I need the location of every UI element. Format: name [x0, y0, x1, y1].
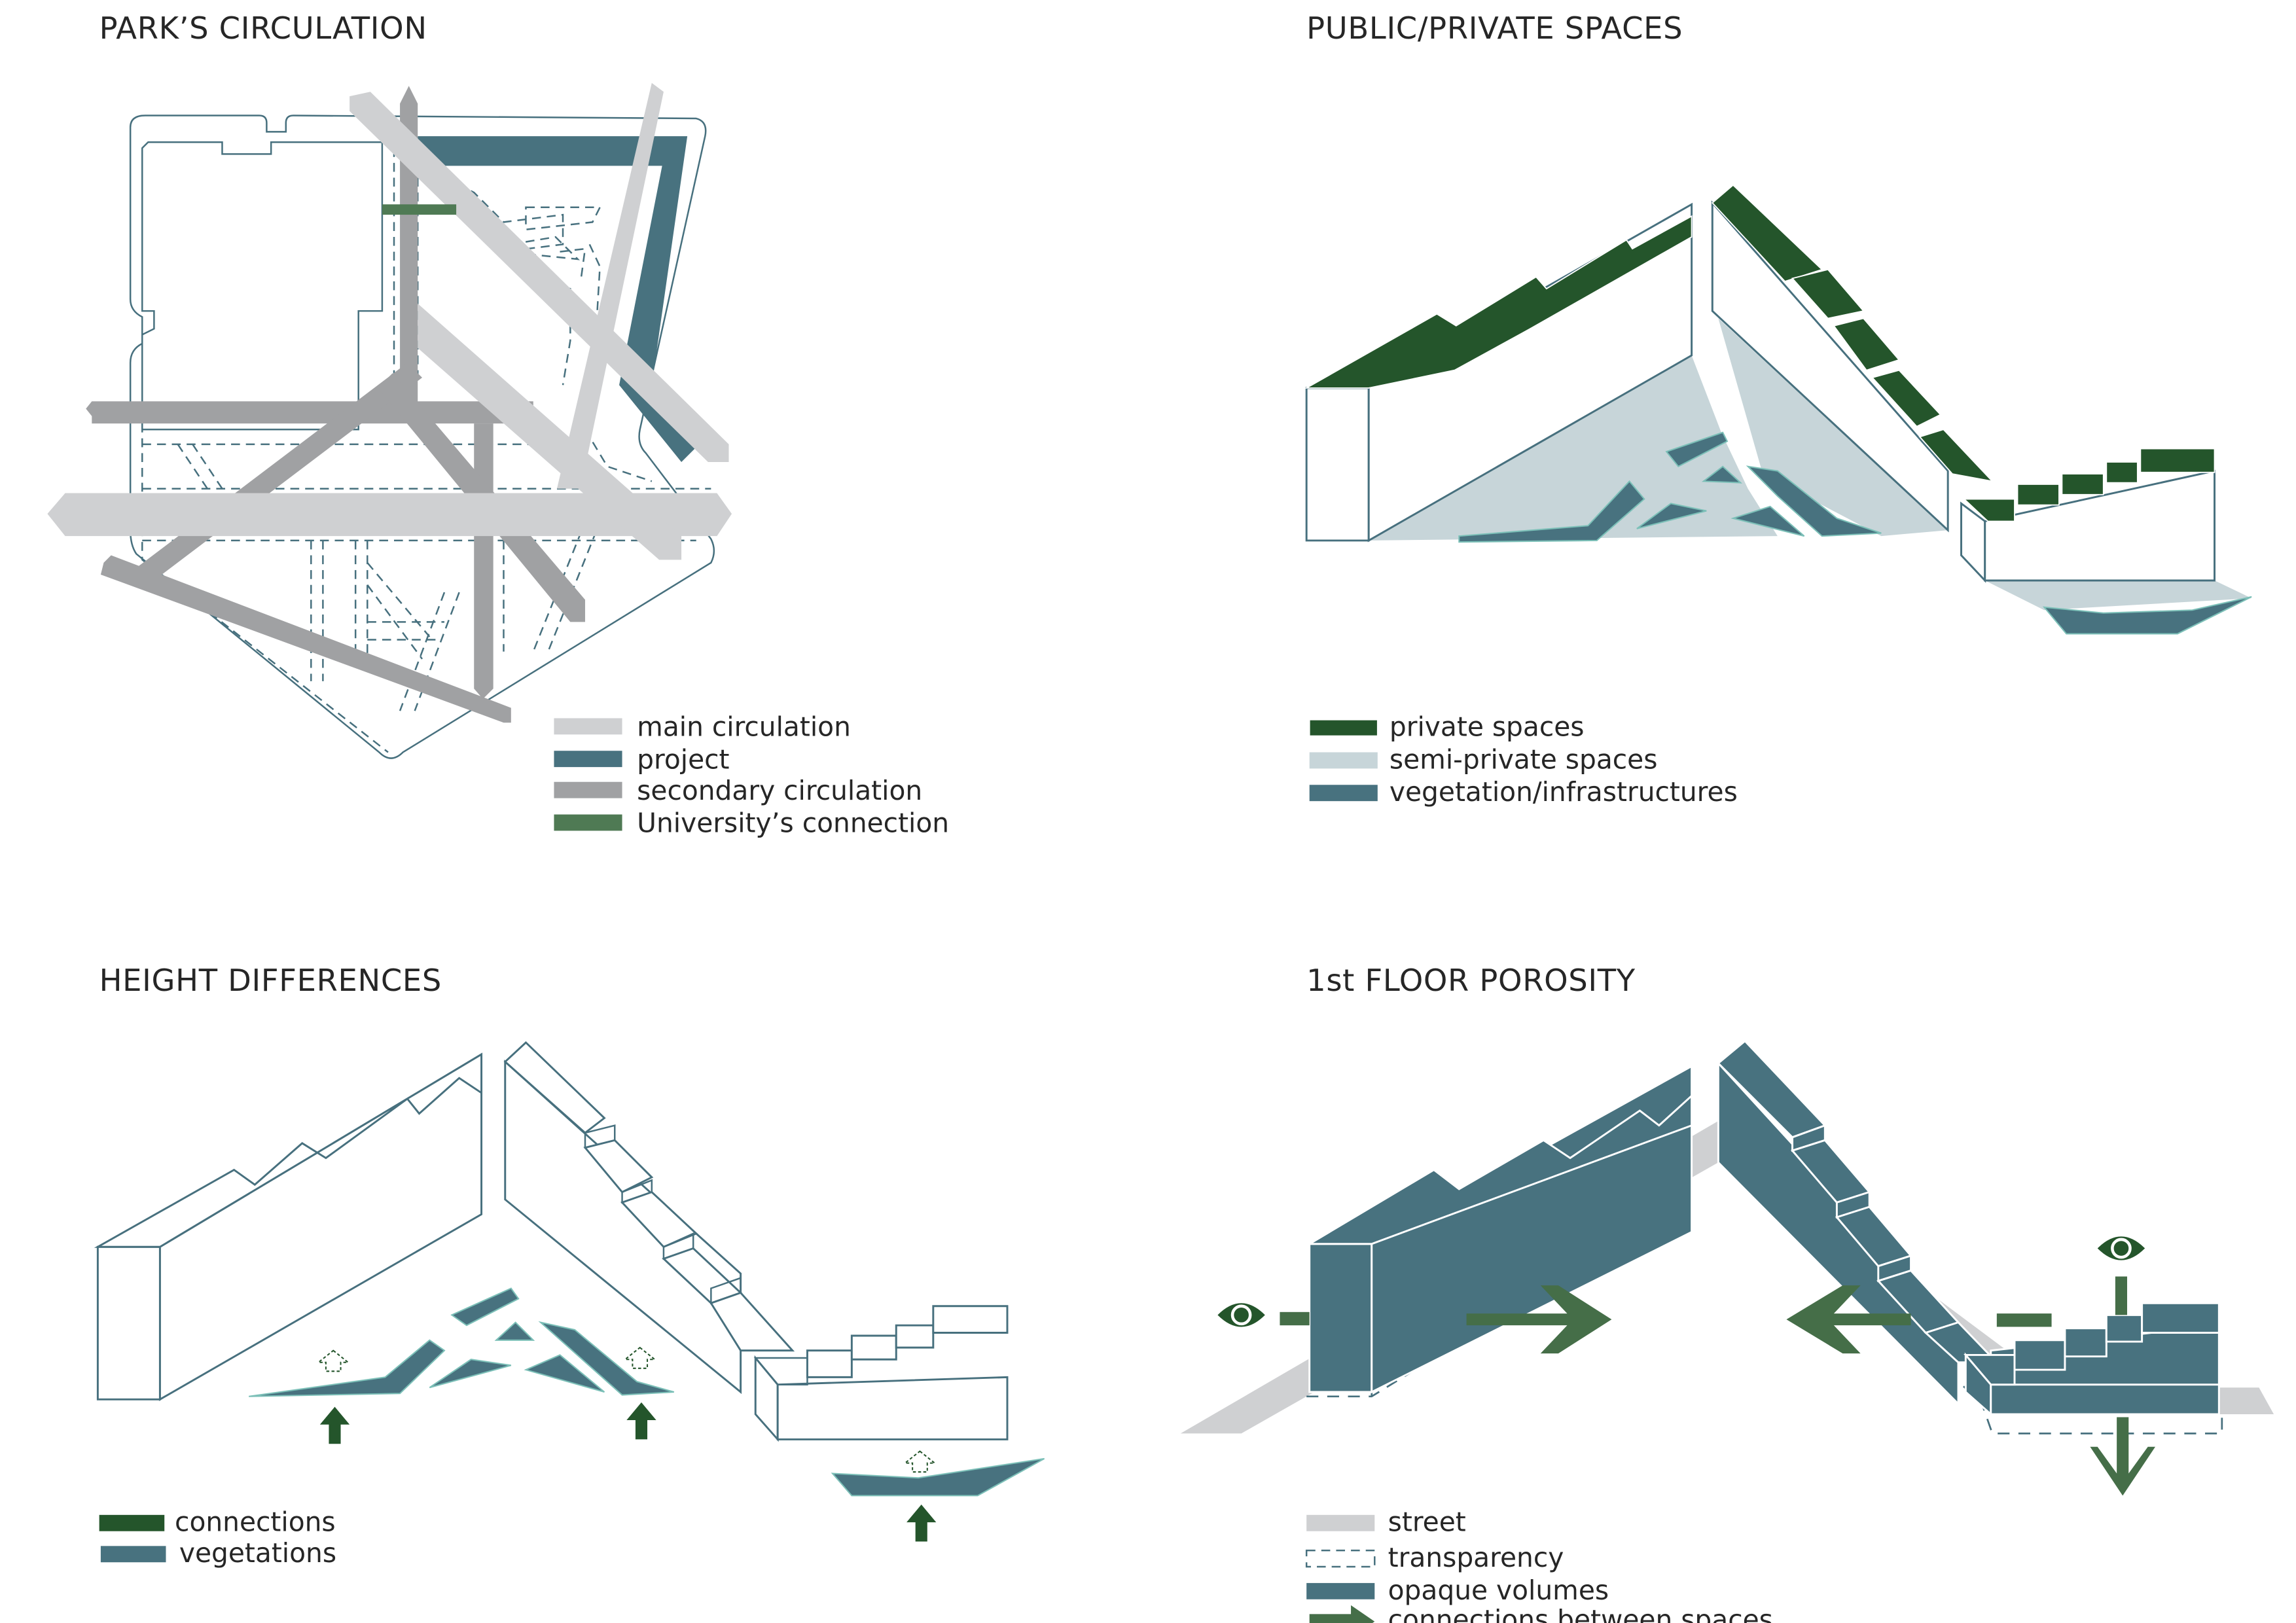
legend-swatch-secondary-circulation — [554, 781, 622, 798]
legend-label: connections between spaces — [1388, 1604, 1773, 1623]
legend-swatch-main-circulation — [554, 718, 622, 735]
up-arrow-icon — [626, 1402, 656, 1440]
panel-public-private: PUBLIC/PRIVATE SPACES — [1304, 10, 2252, 808]
vegetation-pieces-height — [249, 1287, 1045, 1497]
legend-circulation: main circulation project secondary circu… — [554, 711, 949, 839]
connection-stub — [1996, 1313, 2052, 1327]
legend-swatch-transparency — [1305, 1549, 1376, 1568]
up-arrow-icon — [319, 1406, 350, 1444]
legend-height: connections vegetations — [99, 1507, 336, 1569]
building-right — [1711, 184, 1994, 533]
panel-title-porosity: 1st FLOOR POROSITY — [1306, 963, 1636, 998]
semi-private-area-left — [1369, 355, 1778, 541]
legend-public-private: private spaces semi-private spaces veget… — [1308, 711, 1738, 808]
legend-label: transparency — [1388, 1542, 1564, 1573]
panel-title-circulation: PARK’S CIRCULATION — [99, 10, 427, 46]
legend-swatch-semi-private-spaces — [1309, 752, 1378, 769]
legend-porosity: street transparency opaque volumes conne… — [1305, 1507, 1773, 1623]
street-annex — [2207, 1387, 2274, 1414]
legend-label: opaque volumes — [1388, 1575, 1609, 1606]
legend-swatch-project — [554, 751, 622, 768]
legend-label: project — [637, 743, 729, 775]
legend-swatch-university-connection — [554, 814, 622, 831]
up-arrow-icon — [906, 1504, 937, 1542]
legend-swatch-private-spaces — [1308, 719, 1378, 737]
legend-swatch-connections-arrow-icon — [1309, 1605, 1375, 1623]
legend-label: vegetation/infrastructures — [1390, 776, 1738, 808]
legend-label: vegetations — [179, 1537, 336, 1569]
legend-swatch-vegetation — [1309, 785, 1378, 802]
ghost-up-arrow-icon — [316, 1349, 350, 1372]
legend-swatch-connections — [99, 1514, 165, 1531]
building-diagonal-outline — [503, 1041, 795, 1395]
arrow-right-icon — [1466, 1285, 1612, 1354]
panel-floor-porosity: 1st FLOOR POROSITY — [1180, 963, 2274, 1623]
building-left-outline — [94, 1052, 483, 1401]
university-connection-band — [382, 204, 457, 215]
vegetation-pieces — [1458, 431, 2252, 635]
legend-label: secondary circulation — [637, 775, 922, 806]
opaque-building-annex — [1964, 1302, 2220, 1417]
arrow-left-icon — [1786, 1285, 1911, 1354]
main-circulation — [47, 82, 732, 560]
connection-arrows-porosity — [1280, 1276, 2155, 1496]
connection-stub — [1280, 1311, 1310, 1326]
legend-swatch-opaque-volumes — [1306, 1582, 1375, 1599]
legend-swatch-vegetations — [100, 1546, 166, 1563]
semi-private-area-annex — [1984, 580, 2252, 611]
ghost-arrows — [316, 1346, 937, 1473]
arrow-down-icon — [2090, 1417, 2155, 1496]
site-plan — [47, 82, 732, 759]
opaque-building-diagonal — [1717, 1039, 2000, 1406]
semi-private-area-right — [1718, 318, 1948, 537]
site-boundary — [129, 115, 715, 759]
legend-label: University’s connection — [637, 808, 949, 839]
ghost-up-arrow-icon — [903, 1450, 937, 1473]
panel-title-height: HEIGHT DIFFERENCES — [99, 963, 442, 998]
connection-arrows — [319, 1402, 937, 1542]
eye-icon — [2097, 1236, 2145, 1260]
panel-title-public-private: PUBLIC/PRIVATE SPACES — [1306, 10, 1683, 46]
university-building — [141, 141, 384, 431]
legend-swatch-street — [1306, 1514, 1375, 1531]
legend-label: main circulation — [637, 711, 851, 743]
opaque-building-left — [1306, 1064, 1693, 1394]
connection-stub — [2115, 1276, 2127, 1315]
ghost-up-arrow-icon — [623, 1346, 657, 1369]
legend-label: semi-private spaces — [1390, 743, 1658, 775]
legend-label: street — [1388, 1507, 1466, 1538]
building-annex — [1960, 448, 2215, 583]
building-annex-outline — [753, 1305, 1009, 1442]
panel-height-differences: HEIGHT DIFFERENCES — [94, 963, 1045, 1569]
eye-icon — [1217, 1303, 1265, 1327]
legend-label: private spaces — [1390, 711, 1585, 743]
panel-parks-circulation: PARK’S CIRCULATION — [47, 10, 949, 839]
legend-label: connections — [175, 1507, 336, 1538]
building-left — [1304, 202, 1693, 543]
